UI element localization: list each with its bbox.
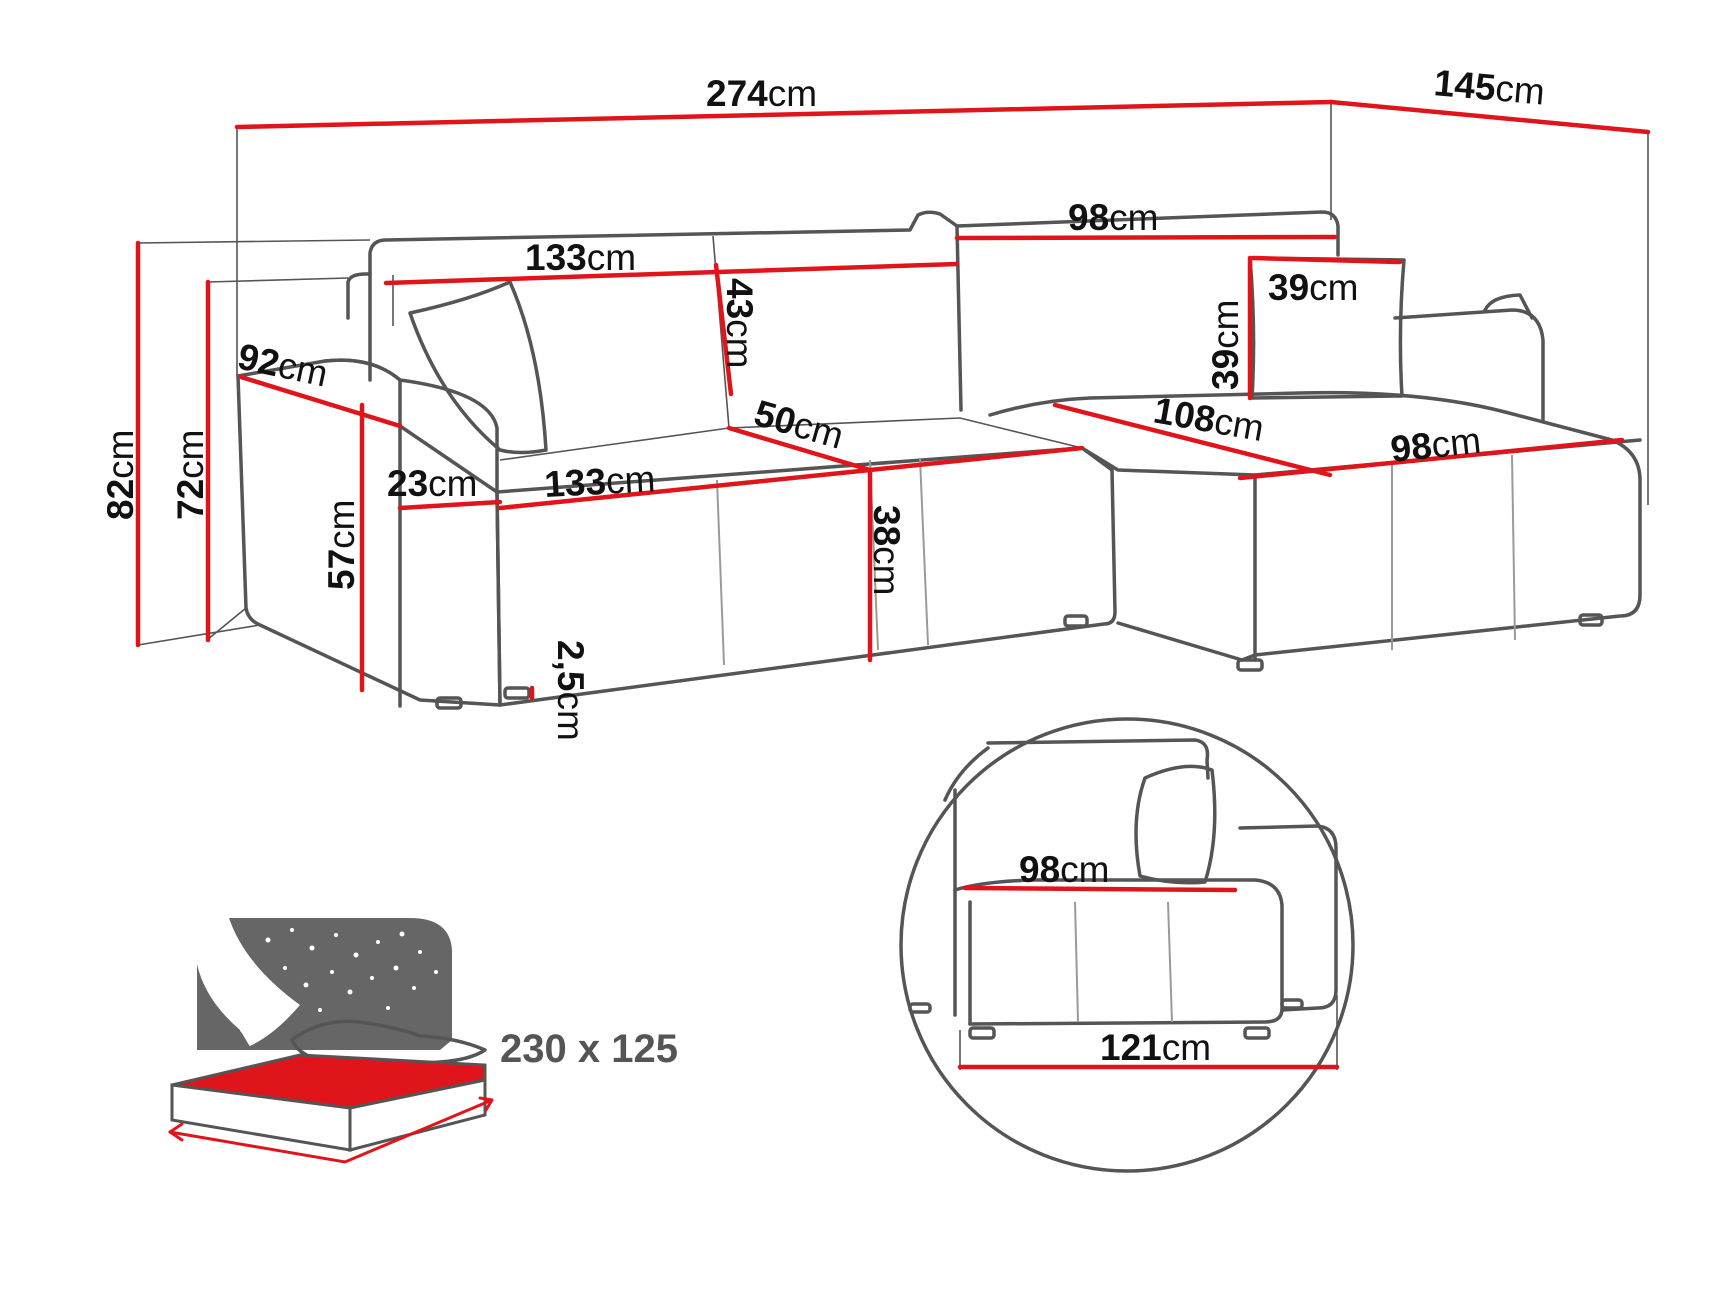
dim-line-seat-depth [726,425,873,473]
sofa-drawing [137,100,1649,710]
bed-size-label: 230 x 125 [500,1027,678,1071]
label-arm-height: 57cm [321,500,362,590]
label-chaise-length: 108cm [1151,390,1267,450]
label-total-height: 82cm [100,430,141,520]
dim-line-backrest-right [954,234,1338,241]
dim-line-total-width [234,99,1334,130]
dim-line-pillow-width [1250,255,1403,265]
dim-line-detail-seat [962,885,1238,893]
label-backrest-right: 98cm [1068,197,1158,238]
detail-view: 98cm 121cm [899,717,1355,1173]
dimension-lines [135,99,1651,701]
label-armrest-width: 23cm [387,463,477,504]
label-seat-width: 133cm [543,458,656,505]
dim-line-chaise-width [1237,437,1625,481]
label-leg-height: 2,5cm [550,640,591,741]
chaise [988,390,1642,662]
dim-line-armrest-width [397,499,503,511]
sleep-function-icon: 230 x 125 [168,918,678,1164]
label-detail-seat: 98cm [1019,849,1109,890]
label-back-height: 72cm [170,430,211,520]
label-total-width: 274cm [706,73,817,114]
label-armrest-depth: 92cm [234,336,331,395]
chaise-pillow [1248,256,1406,400]
label-pillow-height: 39cm [1205,300,1246,390]
dimension-labels: 274cm 145cm 133cm 98cm 43cm 39cm 39cm 92… [100,62,1547,741]
detail-circle [899,717,1355,1173]
label-detail-base: 121cm [1100,1027,1211,1068]
label-seat-height: 38cm [866,505,907,595]
label-backrest-height: 43cm [719,278,760,368]
label-depth: 145cm [1432,62,1546,113]
detail-pillow [1134,764,1217,885]
label-pillow-width: 39cm [1268,267,1358,308]
stars-icon [213,928,438,1032]
dim-line-armrest-depth [238,374,403,429]
dim-line-backrest-height [713,262,734,397]
label-chaise-width: 98cm [1389,420,1483,470]
label-backrest-left: 133cm [525,237,636,278]
dim-line-chaise-length [1052,402,1333,478]
dim-line-seat-width [497,467,873,511]
dim-line-depth [1328,99,1651,135]
dim-line-backrest-left [383,261,960,286]
moon-icon [197,964,252,1050]
back-frame [368,210,1340,382]
left-pillow [408,280,548,455]
label-seat-depth: 50cm [750,392,848,456]
